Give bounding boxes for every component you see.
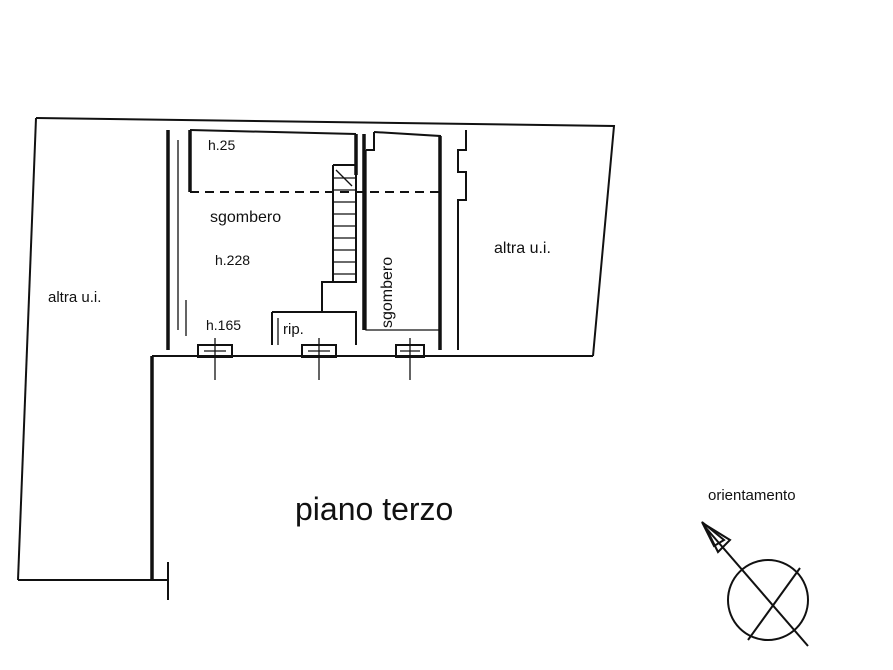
plan-title: piano terzo [295,491,453,527]
staircase [321,164,357,313]
label-altra-ui-right: altra u.i. [494,240,551,257]
storage-room-left [166,129,440,350]
storage-room-right [365,131,442,350]
window-2 [301,338,337,380]
landing-rip [271,311,357,345]
right-unit-boundary [457,130,467,350]
compass-icon [701,521,809,647]
window-1 [197,338,233,380]
label-h165: h.165 [206,317,241,333]
window-3 [395,338,425,380]
outer-boundary [17,117,616,600]
label-sgombero-2: sgombero [379,257,396,328]
label-rip: rip. [283,321,304,338]
label-orientamento: orientamento [708,487,796,504]
label-h25: h.25 [208,137,235,153]
label-h228: h.228 [215,252,250,268]
label-sgombero-1: sgombero [210,209,281,226]
label-altra-ui-left: altra u.i. [48,289,101,306]
